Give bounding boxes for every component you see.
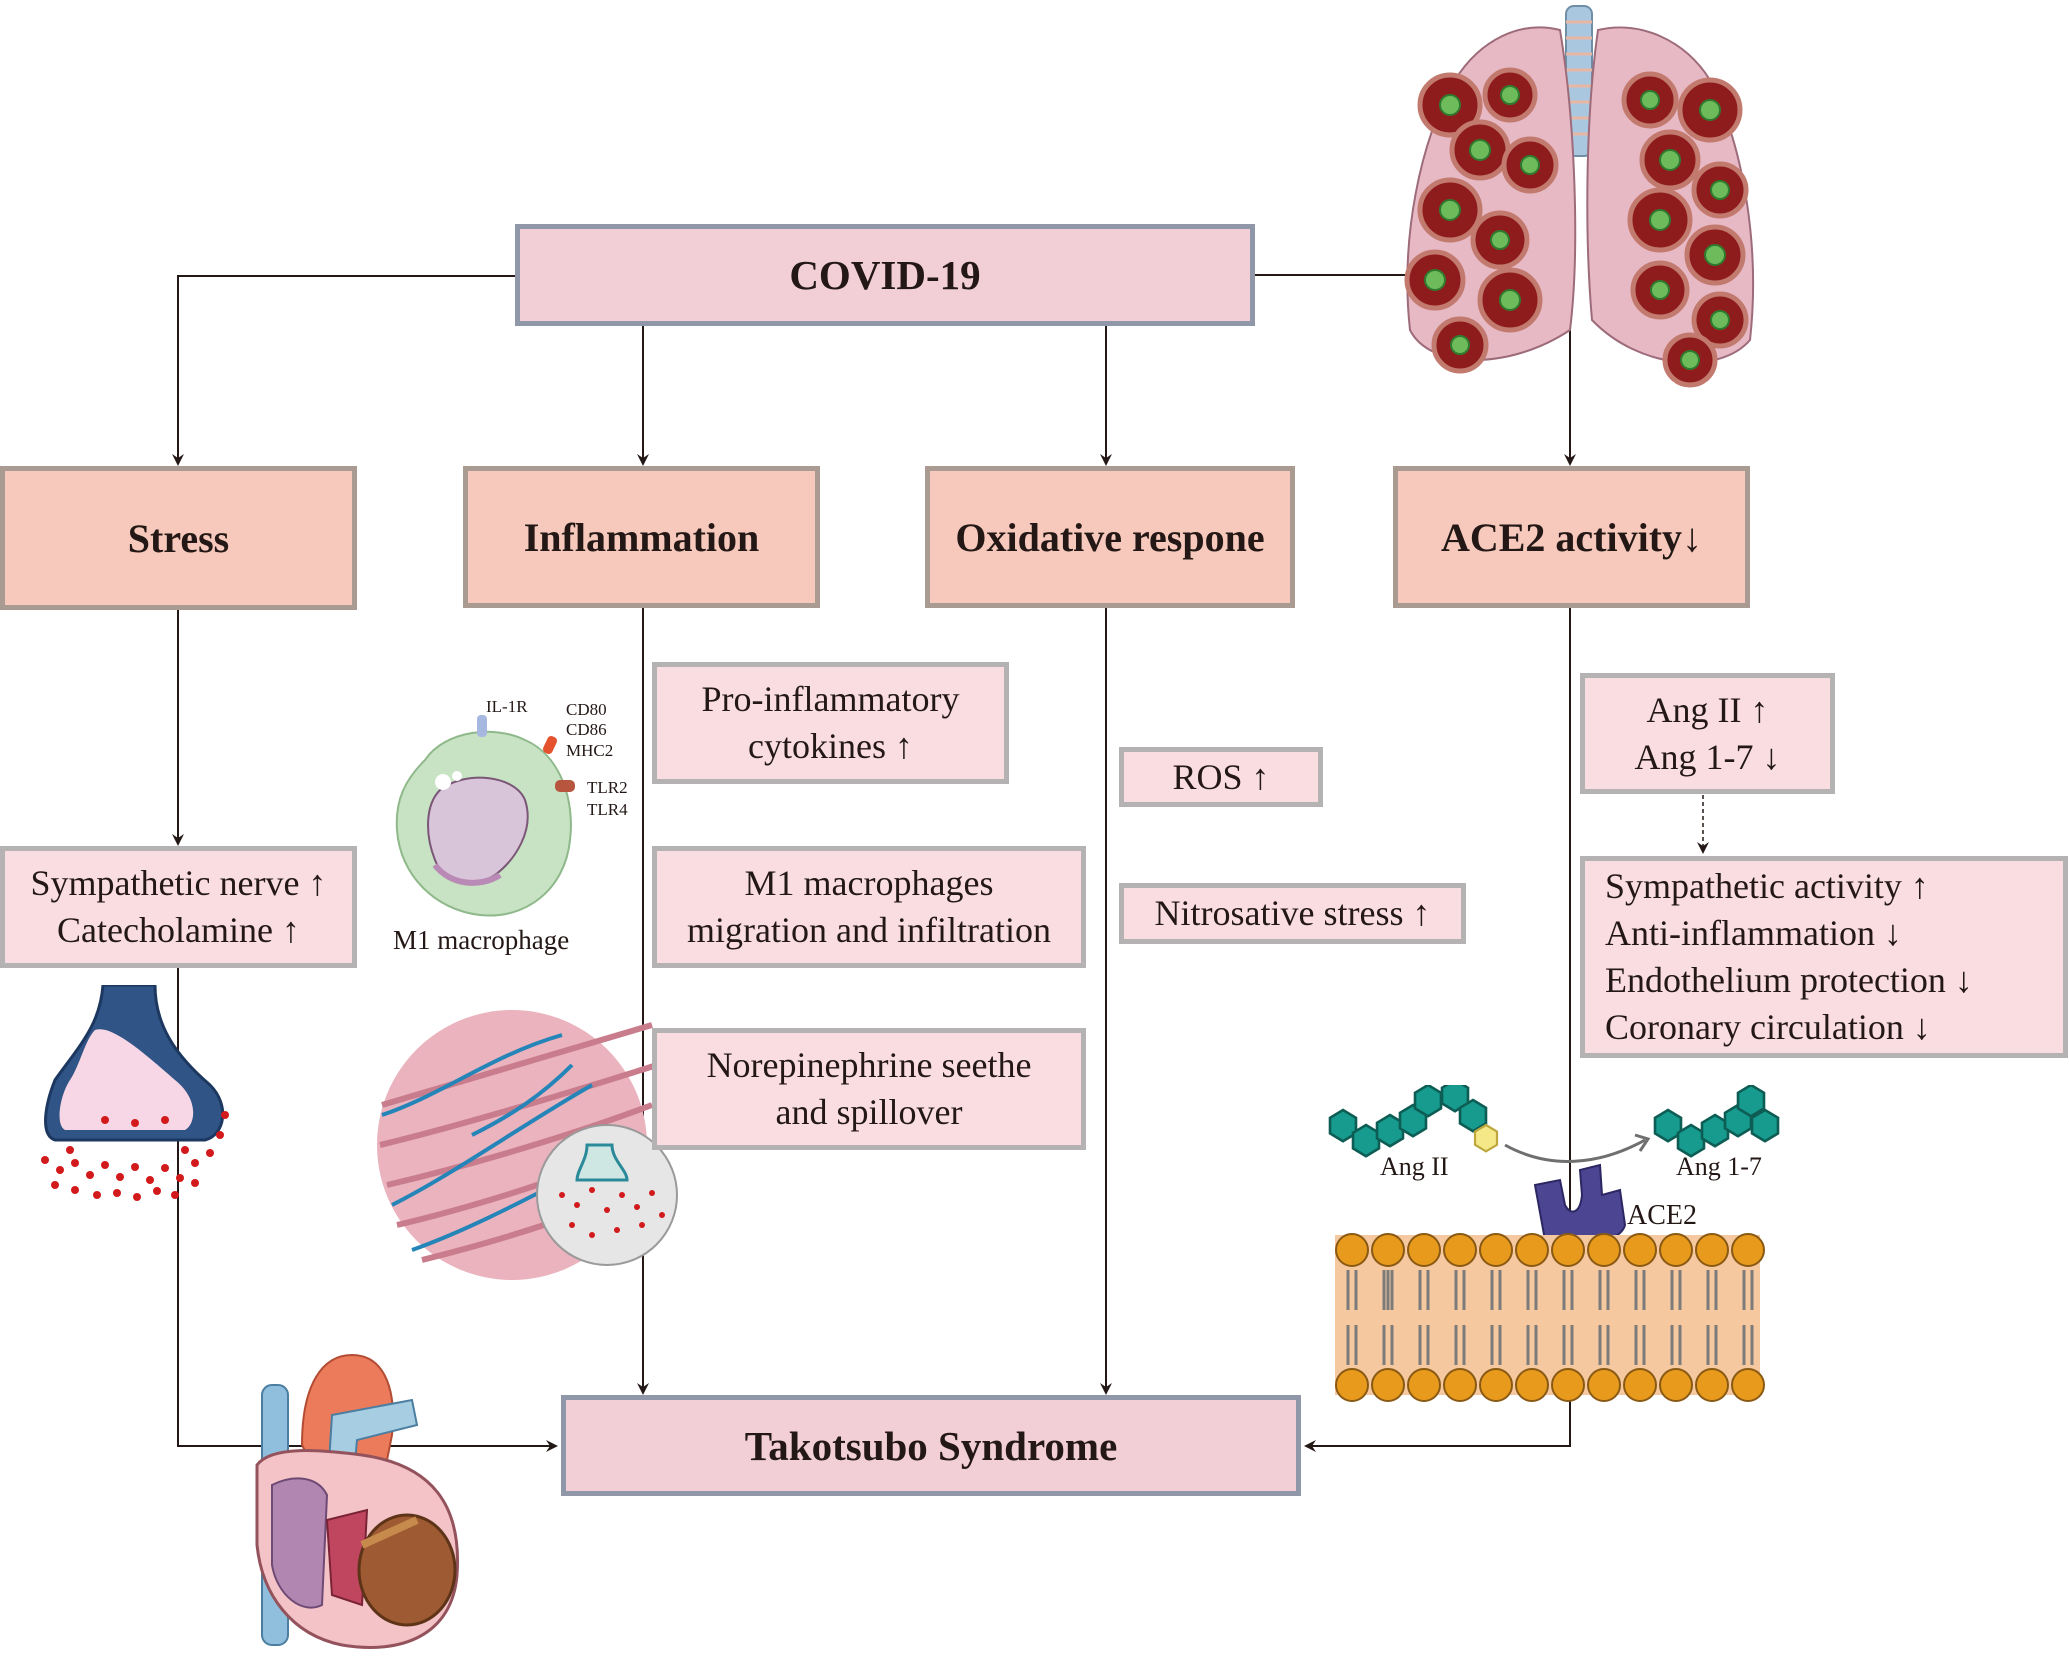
category-ace2-label: ACE2 activity↓ bbox=[1440, 514, 1703, 560]
ang-1-7-label: Ang 1-7 bbox=[1676, 1152, 1762, 1181]
effect-line: M1 macrophages bbox=[744, 863, 994, 904]
category-oxidative-label: Oxidative respone bbox=[955, 514, 1265, 560]
receptor-label-tlr4: TLR4 bbox=[587, 800, 628, 819]
receptor-label-il1r: IL-1R bbox=[486, 697, 528, 716]
takotsubo-box: Takotsubo Syndrome bbox=[561, 1395, 1301, 1496]
ace2-enzyme-label: ACE2 bbox=[1627, 1200, 1697, 1231]
effect-line: and spillover bbox=[775, 1092, 963, 1132]
category-ace2: ACE2 activity↓ bbox=[1393, 466, 1750, 608]
effect-line: Endothelium protection ↓ bbox=[1605, 960, 1973, 1000]
effect-line: Ang 1-7 ↓ bbox=[1634, 736, 1781, 777]
connector-ace2-takotsubo bbox=[1304, 608, 1571, 1452]
stress-effects-box: Sympathetic nerve ↑ Catecholamine ↑ bbox=[0, 846, 357, 968]
covid19-label: COVID-19 bbox=[789, 252, 981, 298]
myocardium-nerve-icon bbox=[377, 1010, 678, 1280]
oxidative-effect-ros: ROS ↑ bbox=[1119, 747, 1323, 807]
covid19-box: COVID-19 bbox=[515, 224, 1255, 326]
category-stress: Stress bbox=[0, 466, 357, 610]
macrophage-caption: M1 macrophage bbox=[393, 925, 570, 955]
receptor-label-cd80: CD80 bbox=[566, 700, 607, 719]
receptor-label-cd86: CD86 bbox=[566, 720, 607, 739]
macrophage-icon bbox=[395, 715, 575, 917]
category-oxidative: Oxidative respone bbox=[925, 466, 1295, 608]
effect-line: Norepinephrine seethe bbox=[706, 1045, 1032, 1086]
heart-icon bbox=[255, 1353, 460, 1649]
takotsubo-label: Takotsubo Syndrome bbox=[744, 1422, 1118, 1469]
effect-line: Ang II ↑ bbox=[1646, 689, 1769, 730]
ang-ii-label: Ang II bbox=[1380, 1152, 1449, 1181]
oxidative-effect-nitrosative: Nitrosative stress ↑ bbox=[1119, 883, 1466, 944]
ace2-effect-consequences: Sympathetic activity ↑ Anti-inflammation… bbox=[1580, 856, 2068, 1058]
effect-line: Anti-inflammation ↓ bbox=[1605, 913, 1902, 954]
effect-line: Nitrosative stress ↑ bbox=[1154, 893, 1431, 934]
effect-line: migration and infiltration bbox=[687, 910, 1051, 950]
receptor-label-mhc2: MHC2 bbox=[566, 741, 614, 760]
ace2-enzyme-icon bbox=[1533, 1163, 1627, 1246]
ace2-membrane-icon bbox=[1328, 1085, 1780, 1402]
category-inflammation-label: Inflammation bbox=[523, 514, 760, 560]
category-inflammation: Inflammation bbox=[463, 466, 820, 608]
inflammation-effect-macrophages: M1 macrophages migration and infiltratio… bbox=[652, 846, 1086, 968]
effect-line: Sympathetic activity ↑ bbox=[1605, 866, 1929, 907]
effect-line: ROS ↑ bbox=[1172, 756, 1270, 797]
effect-line: Coronary circulation ↓ bbox=[1605, 1006, 1931, 1047]
ang-1-7-peptide-icon bbox=[1653, 1085, 1780, 1158]
stress-effect-line: Sympathetic nerve ↑ bbox=[30, 863, 327, 904]
sympathetic-synapse-icon bbox=[41, 985, 229, 1201]
ace2-effect-angiotensin: Ang II ↑ Ang 1-7 ↓ bbox=[1580, 673, 1835, 794]
effect-line: Pro-inflammatory bbox=[701, 679, 960, 720]
category-stress-label: Stress bbox=[127, 515, 230, 561]
infected-lungs-icon bbox=[1404, 5, 1754, 388]
connector-root-stress bbox=[172, 275, 515, 466]
receptor-label-tlr2: TLR2 bbox=[587, 778, 628, 797]
inflammation-effect-norepinephrine: Norepinephrine seethe and spillover bbox=[652, 1028, 1086, 1150]
ang-ii-peptide-icon bbox=[1328, 1085, 1488, 1158]
stress-effect-line: Catecholamine ↑ bbox=[57, 910, 300, 950]
effect-line: cytokines ↑ bbox=[748, 726, 913, 766]
inflammation-effect-cytokines: Pro-inflammatory cytokines ↑ bbox=[652, 662, 1009, 784]
